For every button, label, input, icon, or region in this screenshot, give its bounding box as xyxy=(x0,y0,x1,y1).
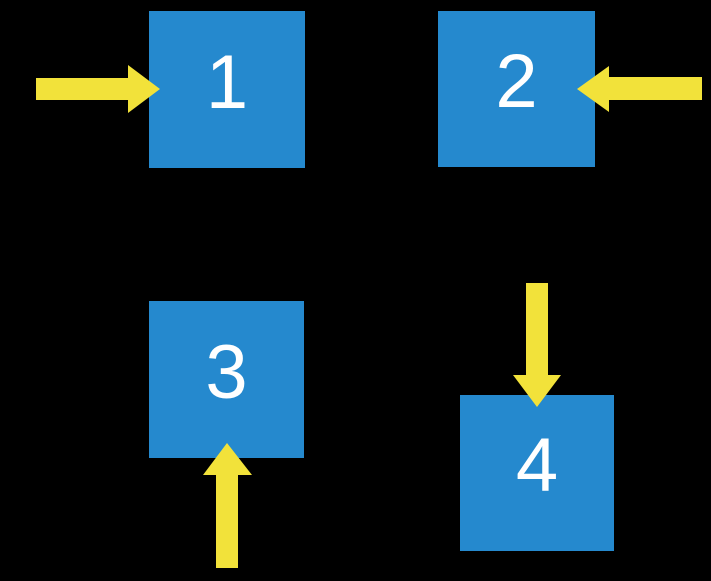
box-4-label: 4 xyxy=(515,423,559,508)
arrow-right-icon xyxy=(36,65,160,113)
numbered-box-2: 2 xyxy=(438,11,595,167)
arrow-left-icon xyxy=(577,66,702,112)
box-3-label: 3 xyxy=(205,329,248,415)
numbered-box-1: 1 xyxy=(149,11,305,168)
arrow-left-shape xyxy=(577,66,702,112)
arrow-down-shape xyxy=(513,283,561,407)
arrow-up-icon xyxy=(203,443,252,568)
arrow-right-shape xyxy=(36,65,160,113)
numbered-box-3: 3 xyxy=(149,301,304,458)
numbered-box-4: 4 xyxy=(460,395,614,551)
arrow-down-icon xyxy=(513,283,561,407)
arrow-up-shape xyxy=(203,443,252,568)
box-1-label: 1 xyxy=(205,39,249,125)
box-2-label: 2 xyxy=(495,39,538,124)
